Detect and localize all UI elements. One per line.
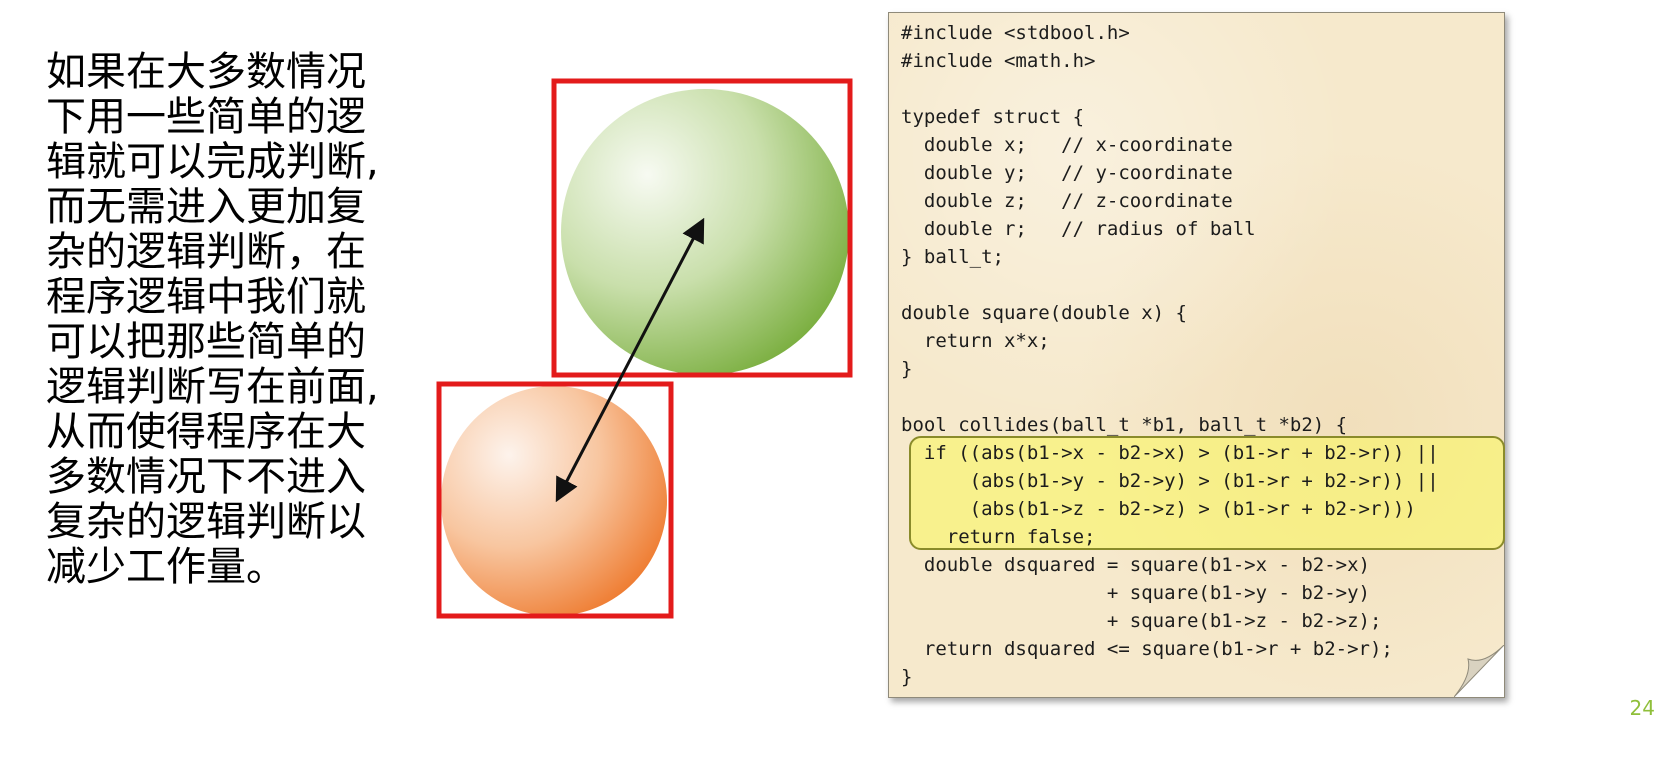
code-line: return x*x; xyxy=(901,330,1050,352)
explanation-line: 如果在大多数情况 xyxy=(46,49,366,95)
page-curl-corner xyxy=(1454,645,1504,697)
explanation-line: 多数情况下不进入 xyxy=(46,454,366,500)
explanation-line: 下用一些简单的逻 xyxy=(46,94,366,140)
explanation-line: 复杂的逻辑判断以 xyxy=(46,499,366,545)
code-line: (abs(b1->z - b2->z) > (b1->r + b2->r))) xyxy=(901,498,1416,520)
code-line: return false; xyxy=(901,526,1096,548)
orange-ball xyxy=(441,386,667,616)
code-line: if ((abs(b1->x - b2->x) > (b1->r + b2->r… xyxy=(901,442,1439,464)
code-line xyxy=(901,383,1439,411)
code-line: #include <math.h> xyxy=(901,50,1096,72)
code-line: (abs(b1->y - b2->y) > (b1->r + b2->r)) |… xyxy=(901,470,1439,492)
code-line: bool collides(ball_t *b1, ball_t *b2) { xyxy=(901,414,1348,436)
code-line: } xyxy=(901,358,913,380)
code-line: double square(double x) { xyxy=(901,302,1187,324)
green-ball xyxy=(561,89,849,375)
code-line: return dsquared <= square(b1->r + b2->r)… xyxy=(901,638,1393,660)
explanation-line: 程序逻辑中我们就 xyxy=(46,274,366,320)
code-line: } ball_t; xyxy=(901,246,1004,268)
code-line: double z; // z-coordinate xyxy=(901,190,1233,212)
code-block: #include <stdbool.h> #include <math.h> typ… xyxy=(901,19,1439,691)
explanation-line: 可以把那些简单的 xyxy=(46,319,366,365)
code-line: double x; // x-coordinate xyxy=(901,134,1233,156)
explanation-text: 如果在大多数情况 下用一些简单的逻 辑就可以完成判断, 而无需进入更加复 杂的逻… xyxy=(46,50,406,590)
explanation-line: 减少工作量。 xyxy=(46,544,286,590)
code-line: double y; // y-coordinate xyxy=(901,162,1233,184)
distance-arrow xyxy=(555,217,705,503)
explanation-line: 而无需进入更加复 xyxy=(46,184,366,230)
code-line: typedef struct { xyxy=(901,106,1085,128)
code-line: + square(b1->z - b2->z); xyxy=(901,610,1382,632)
explanation-line: 杂的逻辑判断，在 xyxy=(46,229,366,275)
page-number: 24 xyxy=(1629,696,1655,720)
code-line: #include <stdbool.h> xyxy=(901,22,1130,44)
code-listing-card: #include <stdbool.h> #include <math.h> typ… xyxy=(888,12,1505,698)
code-line: } xyxy=(901,666,913,688)
ball-collision-figure xyxy=(430,70,870,630)
explanation-line: 辑就可以完成判断, xyxy=(46,139,379,185)
code-line xyxy=(901,271,1439,299)
explanation-line: 逻辑判断写在前面, xyxy=(46,364,379,410)
code-line xyxy=(901,75,1439,103)
code-line: double dsquared = square(b1->x - b2->x) xyxy=(901,554,1370,576)
early-exit-highlight xyxy=(909,436,1505,550)
code-line: double r; // radius of ball xyxy=(901,218,1256,240)
code-line: + square(b1->y - b2->y) xyxy=(901,582,1370,604)
explanation-line: 从而使得程序在大 xyxy=(46,409,366,455)
collision-diagram xyxy=(436,78,853,619)
